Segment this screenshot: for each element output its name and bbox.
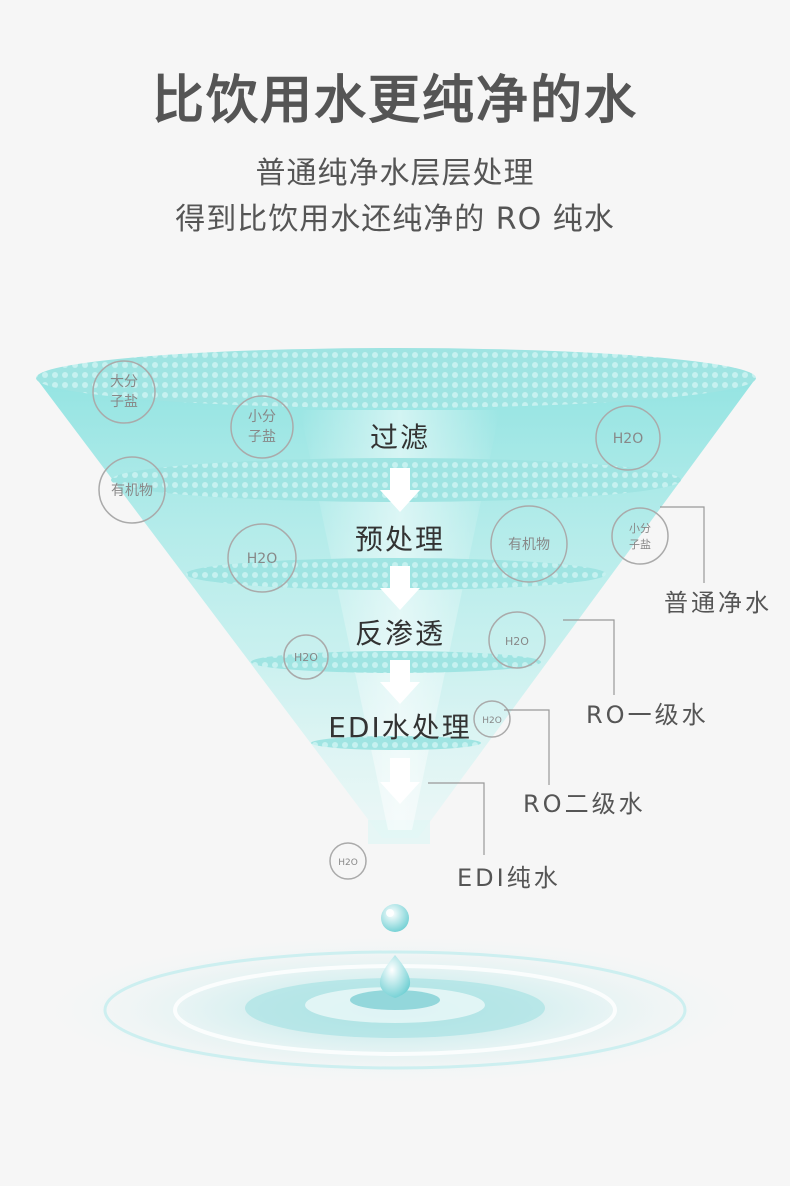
funnel-shine: [300, 410, 500, 830]
molecule-water: [488, 611, 546, 669]
subtitle-line-1: 普通纯净水层层处理: [255, 156, 535, 191]
output-label-ro1: RO一级水: [586, 701, 709, 729]
arrow-down-icon: [380, 660, 420, 704]
molecule-small-salt: [230, 395, 294, 459]
subtitle-line-2: 得到比饮用水还纯净的 RO 纯水: [175, 202, 615, 237]
water-drop-icon: [379, 904, 411, 998]
molecule-label: 子盐: [248, 429, 276, 445]
molecule-water: [283, 634, 329, 680]
molecule-label: 小分: [629, 522, 651, 535]
leader-lines: [428, 506, 705, 855]
molecule-water: [595, 405, 661, 471]
stage-label-reverse-osmosis: 反渗透: [355, 617, 445, 650]
molecule-small-salt: [611, 507, 669, 565]
molecule-label: H2O: [294, 651, 318, 664]
molecule-organic: [490, 505, 568, 583]
leader-line-ro1: [563, 619, 615, 695]
molecule-label: 子盐: [110, 394, 138, 410]
molecule-label: H2O: [338, 858, 358, 868]
molecule-label: H2O: [613, 431, 643, 447]
molecule-organic: [98, 456, 166, 524]
arrow-down-icon: [380, 758, 420, 804]
molecule-label: 有机物: [111, 483, 153, 499]
page-title: 比饮用水更纯净的水: [151, 71, 638, 131]
output-label-ro2: RO二级水: [523, 790, 646, 818]
molecule-label: H2O: [482, 716, 502, 726]
molecule-large-salt: [92, 360, 156, 424]
leader-line-ro2: [504, 709, 550, 785]
stage-label-filter: 过滤: [370, 421, 430, 454]
molecule-water: [227, 523, 297, 593]
molecule-label: H2O: [505, 635, 529, 648]
arrow-down-icon: [380, 468, 420, 512]
molecule-label: 小分: [248, 409, 276, 425]
molecule-water: [473, 700, 511, 738]
molecule-label: 有机物: [508, 537, 550, 553]
stage-label-pretreatment: 预处理: [355, 523, 445, 556]
molecule-water: [329, 842, 367, 880]
stage-label-edi: EDI水处理: [328, 711, 472, 744]
flow-arrows: [380, 468, 420, 804]
molecule-label: H2O: [247, 551, 277, 567]
arrow-down-icon: [380, 566, 420, 610]
molecule-label: 大分: [110, 374, 138, 390]
filter-layer-5: [311, 736, 481, 750]
water-ripple: [25, 932, 765, 1088]
output-label-ordinary-water: 普通净水: [664, 589, 772, 617]
filter-layer-1: [36, 348, 756, 408]
leader-line-ordinary: [660, 506, 705, 583]
molecule-label: 子盐: [629, 538, 651, 551]
leader-line-edi: [428, 782, 485, 855]
output-label-edi: EDI纯水: [457, 864, 561, 892]
